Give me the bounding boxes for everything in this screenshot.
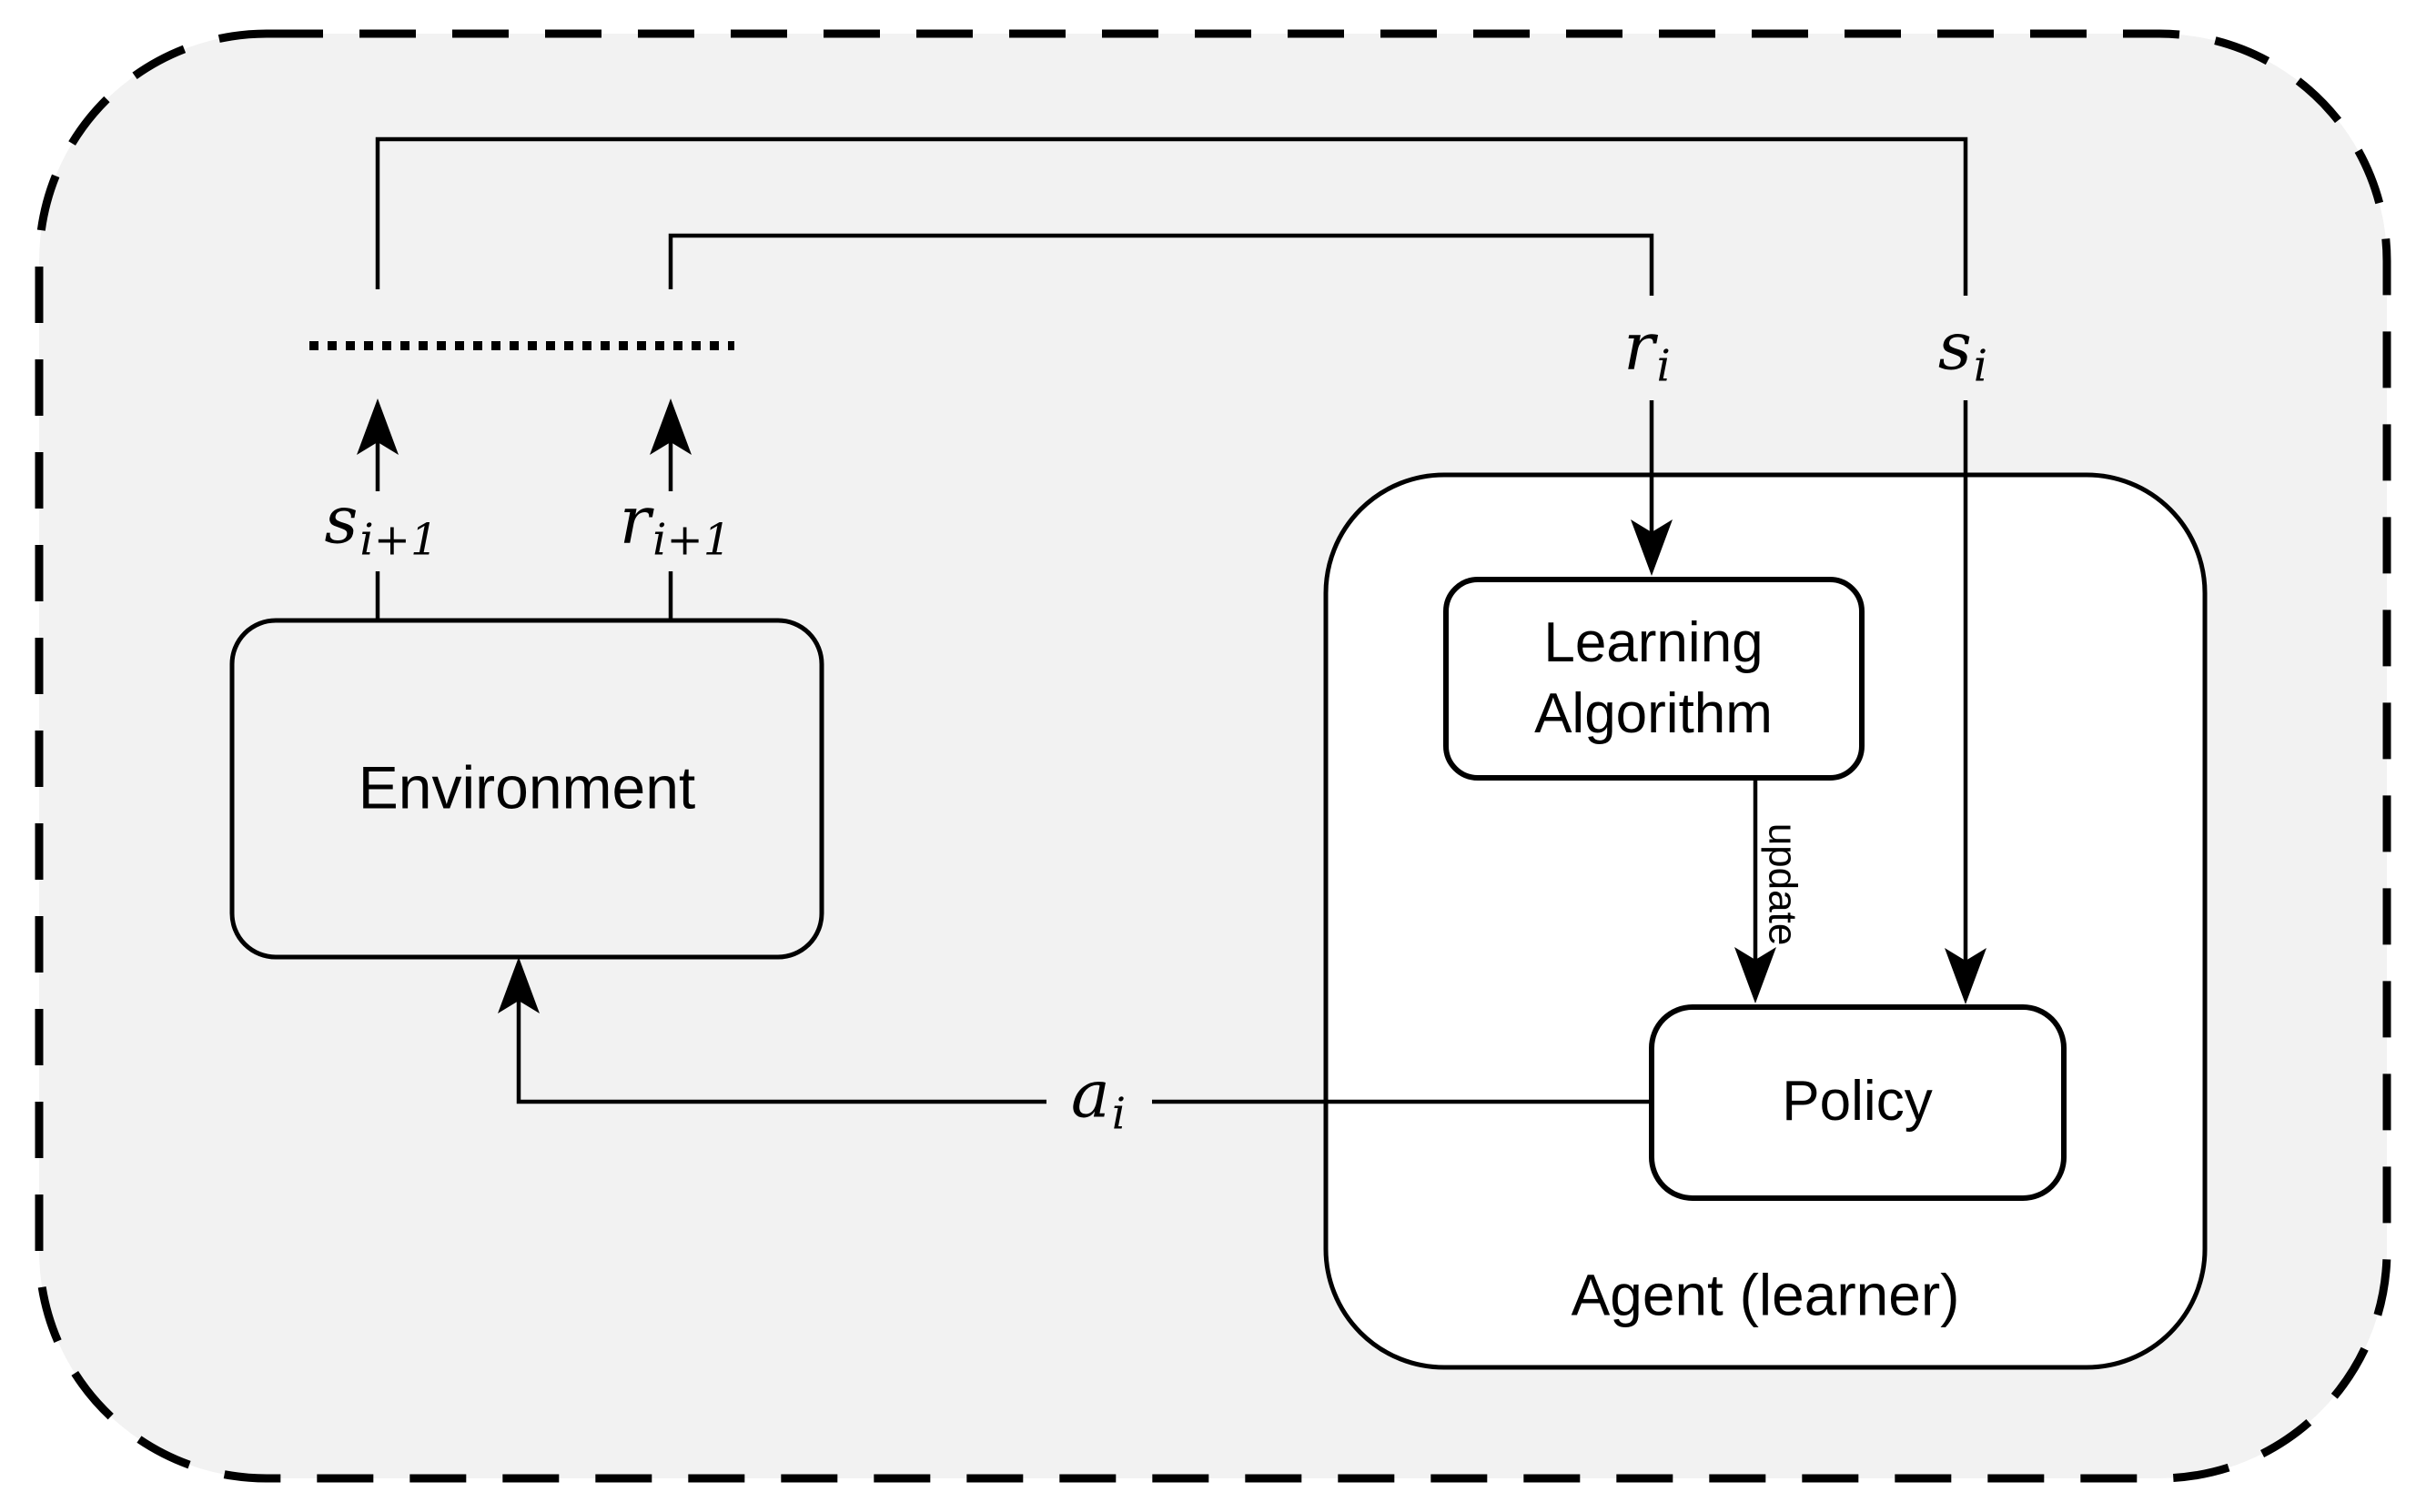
learning-algorithm-label-line1: Learning [1543,611,1764,674]
agent-label: Agent (learner) [1571,1262,1960,1328]
learning-algorithm-label: Learning Algorithm [1534,608,1773,750]
next-reward-label: ri+1 [620,480,732,567]
learning-algorithm-label-line2: Algorithm [1534,682,1773,745]
next-reward-arrowhead-icon [650,398,692,455]
action-label-base: a [1070,1055,1110,1133]
reward-label: ri [1623,307,1671,393]
next-reward-label-subscript: i+1 [652,514,732,566]
state-arrowhead-icon [1945,948,1986,1004]
reward-label-base: r [1623,307,1655,385]
next-state-label-base: s [324,481,359,559]
environment-label: Environment [358,753,696,822]
state-feedback-line-top [375,136,1968,296]
action-label-subscript: i [1111,1088,1127,1140]
update-arrowhead-icon [1734,947,1776,1003]
policy-label: Policy [1782,1069,1933,1133]
next-reward-label-base: r [619,481,652,559]
state-label-base: s [1937,307,1972,385]
update-label: update [1760,822,1805,946]
learning-algorithm-box [1443,577,1865,781]
next-state-arrowhead-icon [357,398,399,455]
action-label: ai [1071,1054,1126,1141]
reward-arrowhead-icon [1631,519,1673,576]
environment-box [229,618,824,960]
action-arrowhead-icon [498,957,540,1013]
reward-feedback-line-top [668,233,1654,296]
action-line-left [516,1001,1046,1104]
state-label-subscript: i [1973,340,1988,392]
reward-label-subscript: i [1656,340,1671,392]
next-state-label: si+1 [324,480,438,567]
next-state-label-subscript: i+1 [359,514,439,566]
state-label: si [1938,307,1987,393]
